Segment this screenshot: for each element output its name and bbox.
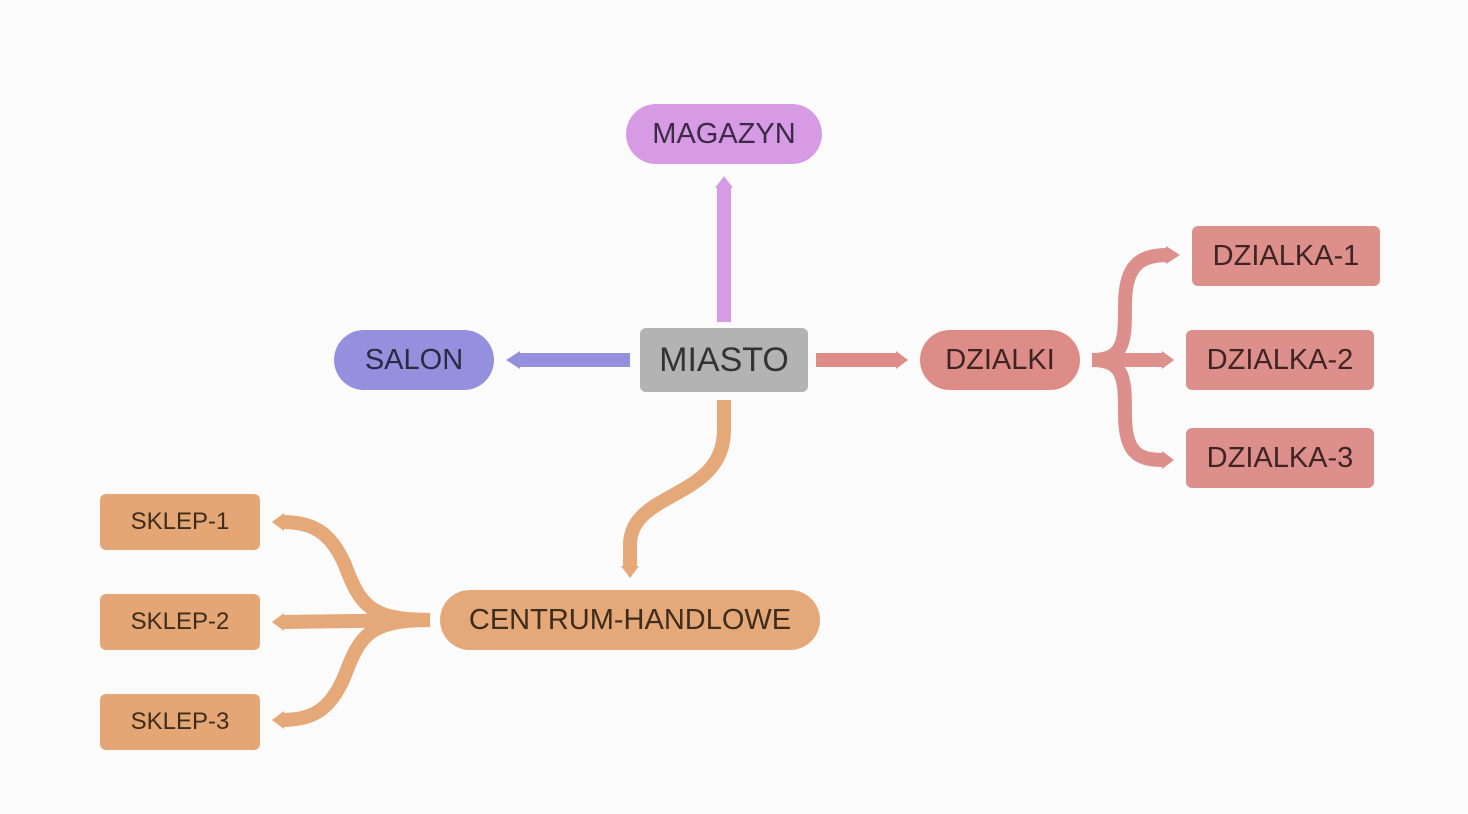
node-label: SALON bbox=[364, 343, 464, 376]
node-dzialka-2[interactable]: DZIALKA-2 bbox=[1186, 330, 1374, 390]
node-sklep-3[interactable]: SKLEP-3 bbox=[100, 694, 260, 750]
node-label: DZIALKA-2 bbox=[1206, 343, 1354, 376]
node-dzialka-1[interactable]: DZIALKA-1 bbox=[1192, 226, 1380, 286]
node-label: SKLEP-1 bbox=[130, 508, 230, 535]
node-label: MAGAZYN bbox=[652, 117, 796, 150]
node-label: CENTRUM-HANDLOWE bbox=[468, 603, 792, 636]
node-label: SKLEP-2 bbox=[130, 608, 230, 635]
node-label: MIASTO bbox=[659, 340, 789, 379]
arrow-head-sklep-2 bbox=[272, 613, 284, 631]
node-sklep-2[interactable]: SKLEP-2 bbox=[100, 594, 260, 650]
node-sklep-1[interactable]: SKLEP-1 bbox=[100, 494, 260, 550]
arrow-head-sklep-1 bbox=[272, 513, 284, 531]
node-label: DZIALKA-1 bbox=[1212, 239, 1360, 272]
arrow-head-centrum bbox=[621, 566, 639, 578]
node-label: DZIALKI bbox=[945, 343, 1055, 376]
link-sklep-3 bbox=[281, 613, 431, 727]
link-centrum bbox=[623, 400, 731, 568]
node-label: SKLEP-3 bbox=[130, 708, 230, 735]
arrow-head-dzialka-3 bbox=[1162, 451, 1174, 469]
arrow-head-dzialka-1 bbox=[1166, 246, 1180, 264]
link-sklep-1 bbox=[281, 515, 431, 627]
link-dzialka-3 bbox=[1091, 353, 1165, 467]
node-magazyn[interactable]: MAGAZYN bbox=[626, 104, 822, 164]
node-salon[interactable]: SALON bbox=[334, 330, 494, 390]
arrow-head-salon bbox=[506, 351, 520, 369]
arrow-head-sklep-3 bbox=[272, 711, 284, 729]
node-centrum-handlowe[interactable]: CENTRUM-HANDLOWE bbox=[440, 590, 820, 650]
node-dzialki[interactable]: DZIALKI bbox=[920, 330, 1080, 390]
node-label: DZIALKA-3 bbox=[1206, 441, 1354, 474]
root-node-miasto[interactable]: MIASTO bbox=[640, 328, 808, 392]
node-dzialka-3[interactable]: DZIALKA-3 bbox=[1186, 428, 1374, 488]
arrow-head-dzialka-2 bbox=[1162, 351, 1174, 369]
link-dzialka-1 bbox=[1091, 248, 1169, 367]
arrow-head-dzialki bbox=[896, 351, 908, 369]
arrow-head-magazyn bbox=[715, 176, 733, 188]
